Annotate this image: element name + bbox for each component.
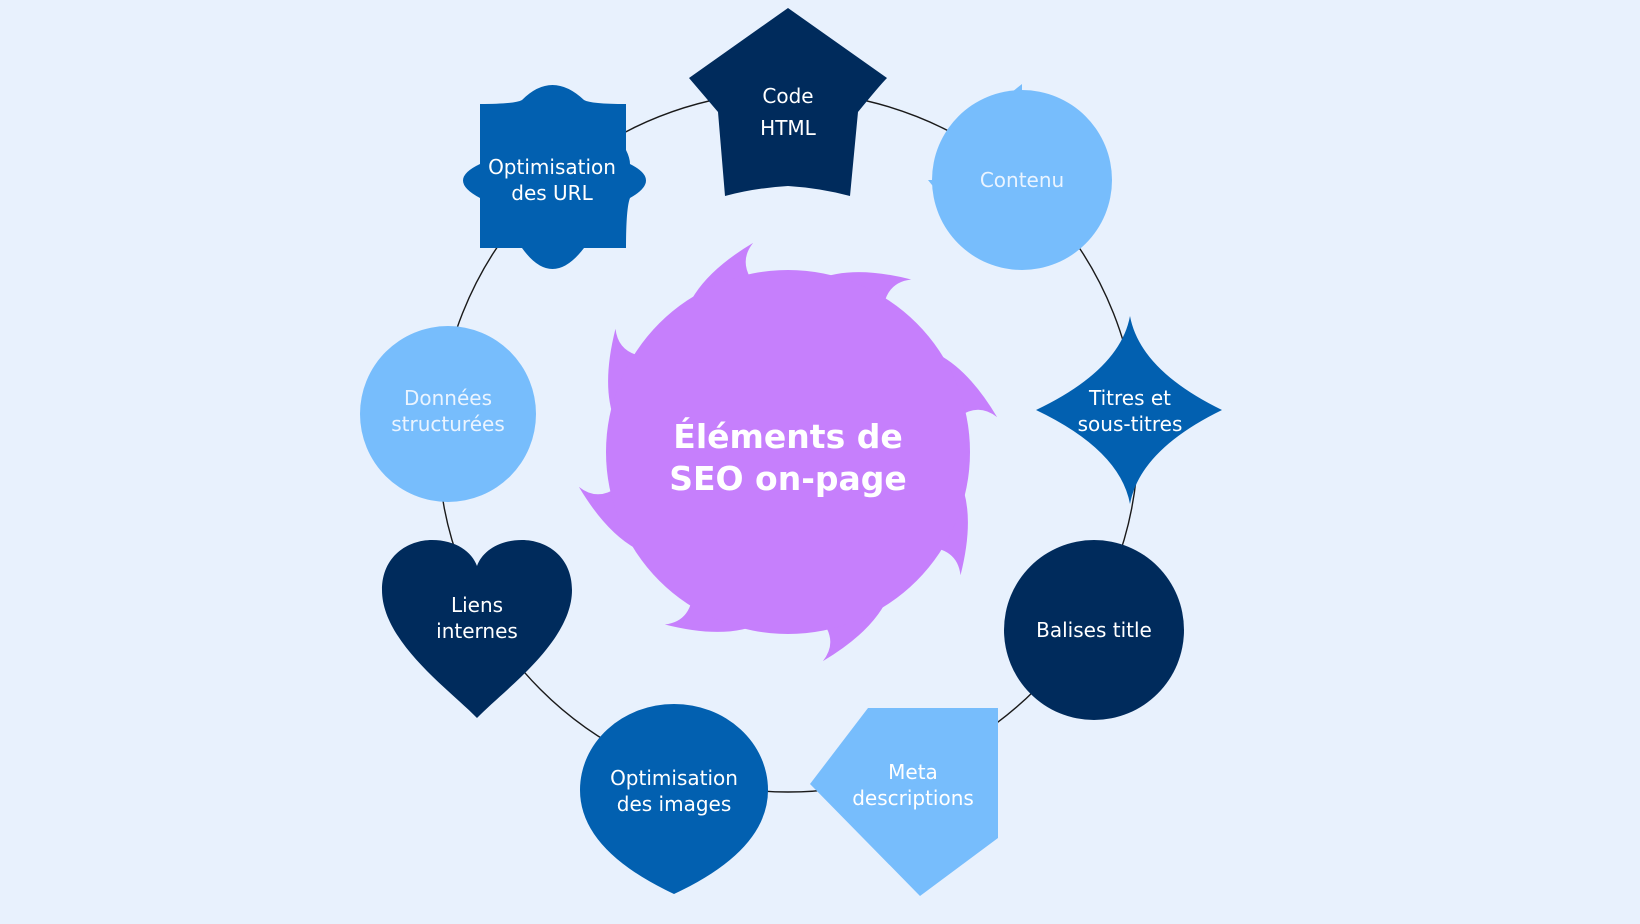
node-balises-line1: Balises title [1036,618,1152,642]
teardrop-shape [580,704,768,894]
node-images-line1: Optimisation [610,766,738,790]
scalloped-square-shape [463,85,646,269]
node-liens-line2: internes [436,619,518,643]
heart-shape [382,540,572,718]
node-meta-line2: descriptions [852,786,974,810]
node-contenu-line1: Contenu [980,168,1064,192]
curved-diamond-shape [1036,316,1222,504]
node-balises: Balises title [1004,540,1184,720]
node-url: Optimisation des URL [463,85,646,269]
node-meta-line1: Meta [888,760,938,784]
node-liens-line1: Liens [451,593,503,617]
pentagon-shape [689,8,887,196]
node-titres-line2: sous-titres [1078,412,1183,436]
circle-shape [932,90,1112,270]
center-swirl [578,242,998,662]
node-donnees-line1: Données [404,386,492,410]
center-title-line2: SEO on-page [669,459,907,498]
node-code-html: Code HTML [689,8,887,196]
node-titres: Titres et sous-titres [1036,316,1222,504]
node-images-line2: des images [617,792,732,816]
node-images: Optimisation des images [580,704,768,894]
node-url-line2: des URL [511,181,593,205]
node-code-html-line2: HTML [760,116,817,140]
circle-shape [360,326,536,502]
node-donnees-line2: structurées [391,412,505,436]
node-donnees: Données structurées [360,326,536,502]
node-meta: Meta descriptions [810,708,998,896]
node-url-line1: Optimisation [488,155,616,179]
arrow-shape [810,708,998,896]
center-title-line1: Éléments de [673,416,902,456]
node-code-html-line1: Code [762,84,813,108]
node-titres-line1: Titres et [1088,386,1171,410]
node-liens: Liens internes [382,540,572,718]
node-contenu: Contenu [928,84,1112,270]
circle-shape [1004,540,1184,720]
